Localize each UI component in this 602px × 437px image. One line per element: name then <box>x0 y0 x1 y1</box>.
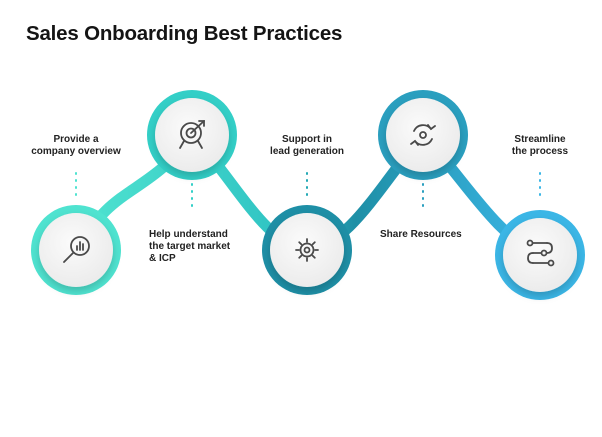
page-title: Sales Onboarding Best Practices <box>26 22 343 45</box>
step-label-1: Provide a company overview <box>31 134 121 157</box>
magnifier-chart-icon <box>63 236 90 263</box>
step-label-5: Streamline the process <box>511 134 569 157</box>
step-node-2 <box>147 90 237 180</box>
step-node-4 <box>378 90 468 180</box>
refresh-icon <box>410 124 436 146</box>
target-arrow-icon <box>179 120 205 149</box>
step-node-1 <box>31 205 121 295</box>
step-label-2: Help understand the target market & ICP <box>149 229 231 264</box>
workflow-icon <box>526 239 555 267</box>
step-label-3: Support in lead generation <box>270 134 344 157</box>
dotted-leaders <box>75 172 541 211</box>
step-node-5 <box>495 210 585 300</box>
gear-icon <box>295 238 319 262</box>
step-label-4: Share Resources <box>380 229 462 240</box>
step-node-3 <box>262 205 352 295</box>
